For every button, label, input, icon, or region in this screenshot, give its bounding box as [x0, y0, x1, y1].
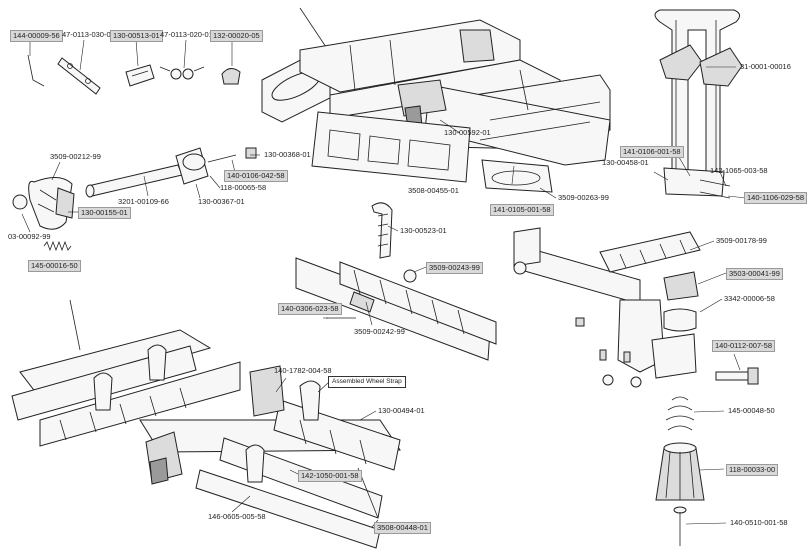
- part-label: 3201-00109-66: [118, 197, 169, 206]
- top-rack-assembly: [261, 7, 611, 166]
- part-label: 130-00368-01: [264, 150, 311, 159]
- part-label: 3509-00243-99: [426, 262, 483, 274]
- part-label: 132-00020-05: [210, 30, 263, 42]
- part-label: 140-0106-042-58: [224, 170, 288, 182]
- part-label: 130-00458-01: [602, 158, 649, 167]
- part-label: 144-00009-56: [10, 30, 63, 42]
- part-label: 142-1050-001-58: [298, 470, 362, 482]
- part-label: 3508-00448-01: [374, 522, 431, 534]
- part-label: 3509-00178-99: [716, 236, 767, 245]
- handle-bolt-part: [715, 367, 759, 385]
- part-label: 3509-00242-99: [354, 327, 405, 336]
- part-label: 130-00592-01: [444, 128, 491, 137]
- license-plate-part: [311, 111, 471, 183]
- part-label: 3509-00212-99: [50, 152, 101, 161]
- cone-knob-part: [655, 442, 705, 501]
- part-label: 3509-00263-99: [558, 193, 609, 202]
- part-label: 130-00513-01: [110, 30, 163, 42]
- part-label: 03-00092-99: [8, 232, 51, 241]
- part-label: 130-00494-01: [378, 406, 425, 415]
- part-label: 47-0113-030-01: [62, 30, 115, 39]
- assembled-wheel-strap-callout: Assembled Wheel Strap: [328, 376, 406, 388]
- part-label: 140-0510-001-58: [730, 518, 788, 527]
- keys-part: [159, 66, 205, 80]
- end-cap-part: [245, 147, 257, 159]
- part-label: 145-00016-50: [28, 260, 81, 272]
- long-bolt-part: [673, 506, 687, 546]
- hitch-assembly: [513, 227, 701, 388]
- part-label: 3508-00455-01: [408, 186, 459, 195]
- wheel-strap-part: [371, 202, 393, 259]
- tube-clamp-part: [175, 147, 237, 185]
- allen-key-part: [27, 54, 45, 87]
- lock-bracket-part: [57, 57, 101, 95]
- part-label: 47-0113-020-01: [160, 30, 213, 39]
- part-label: 140-0306-023-58: [278, 303, 342, 315]
- part-label: 118-00033-00: [726, 464, 779, 476]
- part-label: 31-0001-00016: [740, 62, 791, 71]
- part-label: 130-00155-01: [78, 207, 131, 219]
- part-label: 145-00048-50: [728, 406, 775, 415]
- tube-axle-part: [85, 164, 183, 198]
- part-label: 146-0605-005-58: [208, 512, 266, 521]
- key-tag-part: [125, 64, 155, 87]
- part-label: 130-00523-01: [400, 226, 447, 235]
- part-label: 140-0112-007-58: [712, 340, 775, 352]
- leader-lines: [21, 39, 747, 528]
- tail-light-part: [481, 159, 553, 193]
- part-label: 140-1106-029-58: [744, 192, 807, 204]
- part-label: 141-0105-001-58: [490, 204, 554, 216]
- part-label: 118-00065-58: [220, 183, 267, 192]
- part-label: 141-0106-001-58: [620, 146, 684, 158]
- part-label: 130-00367-01: [198, 197, 245, 206]
- part-label: 140-1782-004-58: [274, 366, 332, 375]
- part-label: 3342-00006-58: [724, 294, 775, 303]
- cone-spring-part: [665, 396, 695, 431]
- wheel-tray-arm: [295, 257, 497, 361]
- part-label: 142-1065-003-58: [710, 166, 768, 175]
- bottom-rack-assembly: [11, 299, 401, 549]
- frame-clamp-part: [12, 177, 75, 230]
- spring-part: [43, 240, 72, 252]
- part-label: 3503-00041-99: [726, 268, 783, 280]
- cam-knob-part: [221, 68, 241, 85]
